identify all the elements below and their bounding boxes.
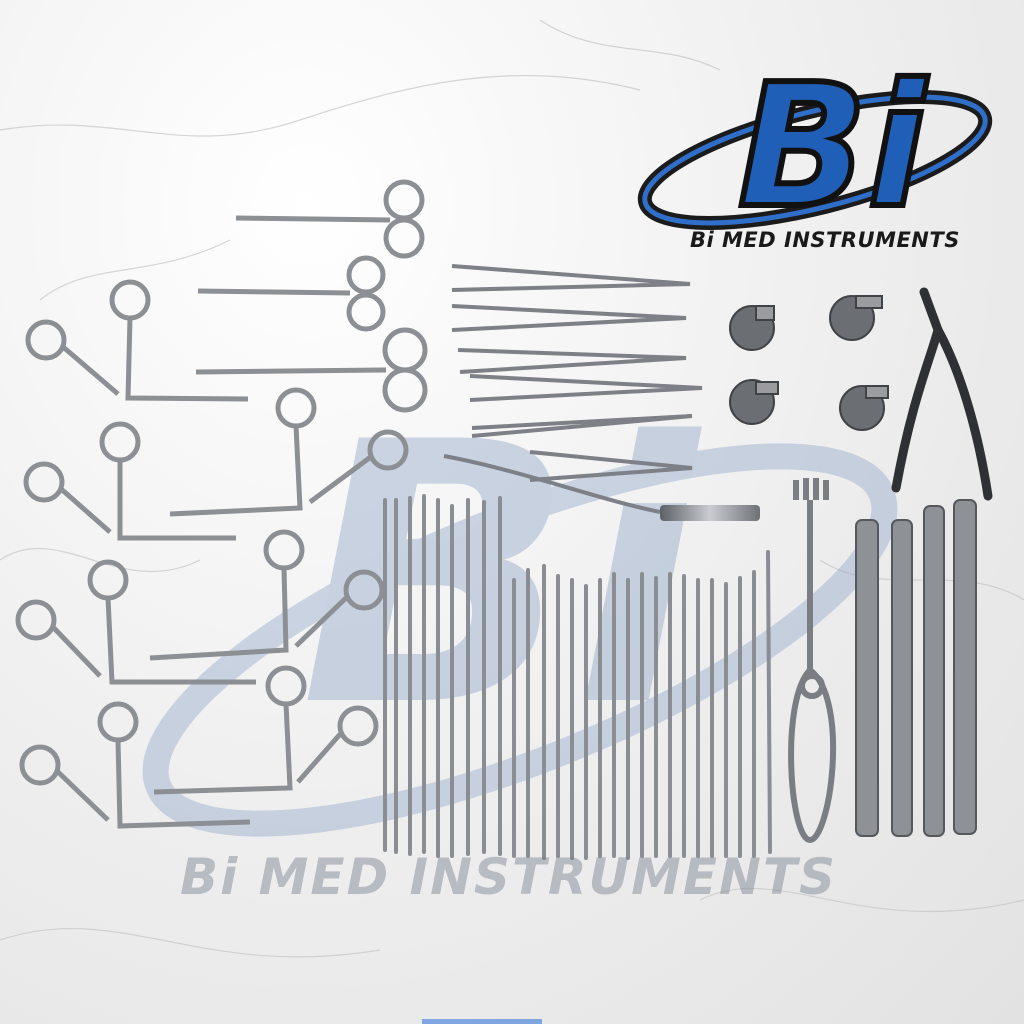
suction-tube <box>660 505 760 521</box>
brand-name-text: Bi MED INSTRUMENTS <box>690 228 960 252</box>
dressing-forceps <box>443 264 703 514</box>
ear-forceps <box>15 279 409 829</box>
svg-text:Bi: Bi <box>738 48 929 246</box>
scissors <box>195 179 428 413</box>
watermark-logo: Bi <box>142 366 898 837</box>
marble-veins <box>0 19 1024 958</box>
nasal-speculum <box>891 287 993 501</box>
probes-and-curettes <box>383 494 772 860</box>
rake-retractor <box>788 478 837 844</box>
ear-specula <box>729 295 889 431</box>
brand-logo: Bi <box>637 45 993 249</box>
elevators <box>855 499 977 837</box>
bottom-accent-bar <box>422 1019 542 1024</box>
watermark-text: Bi MED INSTRUMENTS <box>180 848 838 906</box>
